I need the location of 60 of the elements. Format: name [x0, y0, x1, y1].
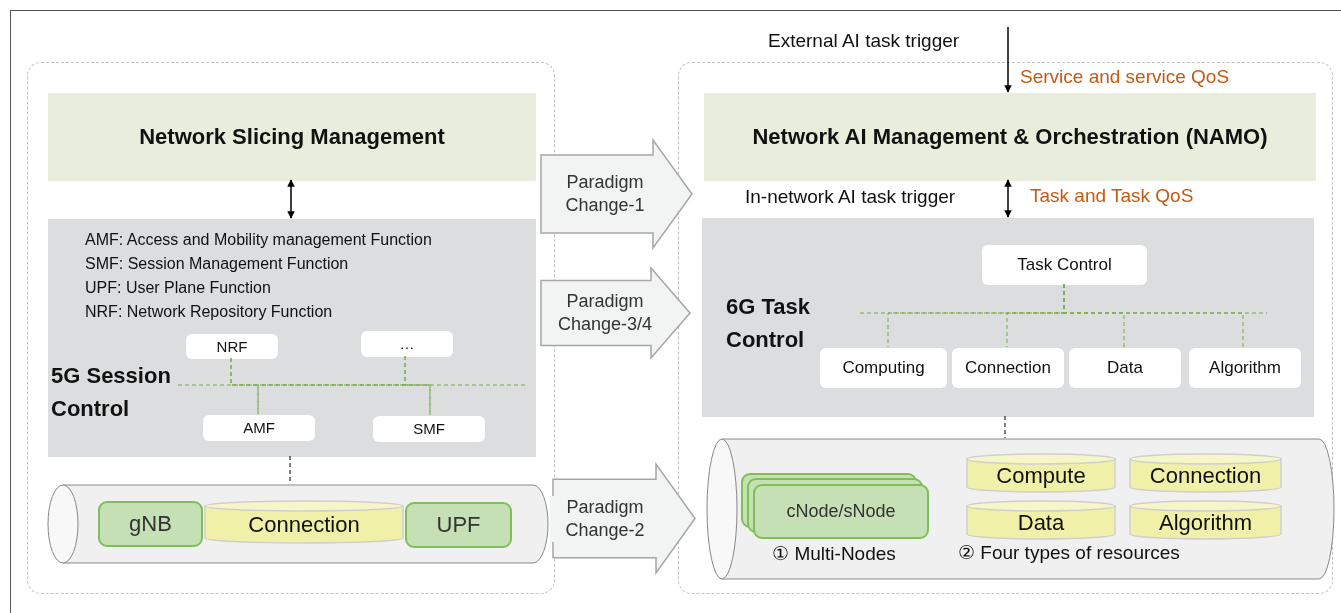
node-label: Connection — [965, 358, 1051, 378]
node-label: Network AI Management & Orchestration (NAMO) — [752, 124, 1268, 150]
node-label: cNode/sNode — [785, 500, 897, 523]
double-arrow — [1004, 179, 1012, 218]
note-text: Task and Task QoS — [1030, 185, 1194, 207]
function-box — [373, 416, 485, 442]
definition-text: UPF: User Plane Function — [85, 279, 272, 298]
function-box — [820, 348, 947, 388]
definition-text: NRF: Network Repository Function — [85, 303, 334, 322]
control-panel — [702, 218, 1314, 417]
node-label: Connection — [1149, 462, 1262, 489]
node-label: gNB — [129, 511, 172, 537]
dashed-connector — [230, 357, 431, 416]
node-box — [98, 501, 203, 547]
dashed-panel — [27, 62, 555, 594]
node-label: NRF — [216, 337, 248, 356]
node-label: Algorithm — [1209, 358, 1281, 378]
resource-cylinder — [966, 454, 1116, 492]
function-box — [952, 348, 1064, 388]
node-label: Data — [1107, 358, 1143, 378]
resource-cylinder — [204, 501, 404, 543]
dashed-panel — [678, 62, 1333, 594]
node-label: Network Slicing Management — [139, 124, 445, 150]
function-box — [982, 245, 1147, 285]
arrow — [1004, 26, 1012, 93]
stacked-node-box — [741, 473, 929, 539]
note-text: ② Four types of resources — [958, 541, 1180, 564]
caption-text: ① Multi-Nodes — [771, 542, 897, 565]
node-label: Task Control — [1017, 255, 1112, 275]
node-label: Data — [1017, 509, 1065, 536]
definition-text: SMF: Session Management Function — [85, 255, 350, 274]
note-text: Service and service QoS — [1020, 66, 1230, 88]
control-panel — [48, 219, 536, 457]
node-label: Algorithm — [1159, 509, 1252, 536]
function-box — [203, 415, 315, 441]
node-label: AMF — [243, 419, 275, 437]
dashed-connector — [1063, 283, 1244, 348]
panel-title: 5G Session Control — [51, 362, 172, 423]
resource-cylinder — [1129, 501, 1282, 539]
management-box — [704, 93, 1316, 181]
pipe-cylinder — [707, 439, 1334, 579]
dashed-connector — [1004, 415, 1006, 439]
node-label: … — [399, 335, 415, 353]
node-label: SMF — [413, 420, 445, 438]
pipe-cylinder — [48, 485, 548, 563]
node-label: Compute — [996, 462, 1086, 489]
panel-title: 6G Task Control — [726, 293, 811, 354]
management-box — [48, 93, 536, 181]
function-box — [361, 331, 453, 357]
node-label: UPF — [436, 512, 481, 538]
function-box — [1189, 348, 1301, 388]
node-label: Computing — [842, 358, 925, 378]
node-label: Connection — [248, 511, 360, 538]
resource-cylinder — [966, 501, 1116, 539]
resource-cylinder — [1129, 454, 1282, 492]
double-arrow — [287, 179, 295, 219]
function-box — [186, 334, 278, 359]
definition-text: AMF: Access and Mobility management Function — [85, 231, 433, 250]
node-box — [405, 502, 512, 548]
function-box — [1069, 348, 1181, 388]
